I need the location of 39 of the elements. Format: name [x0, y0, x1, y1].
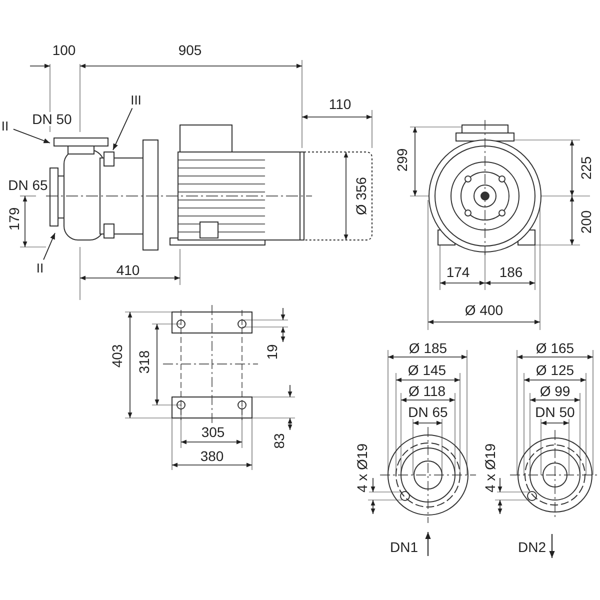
dimension-label: DN1 [389, 540, 419, 554]
leader-line [12, 128, 50, 144]
dimension-label: 410 [115, 263, 141, 277]
dimension-label: 4 x Ø19 [483, 442, 497, 494]
dimension-label: 403 [110, 343, 124, 369]
dimension-label: 299 [395, 147, 409, 173]
dimension-label: 318 [137, 349, 151, 375]
callout-number: III [130, 94, 142, 106]
dimension-label: DN 50 [534, 405, 576, 419]
dimension-label: Ø 145 [406, 363, 448, 377]
dimension-label: 174 [445, 265, 471, 279]
dimension-label: 110 [328, 97, 352, 111]
dimension-label: 179 [7, 206, 21, 232]
callout-number: II [1, 120, 9, 132]
pump-side-view-drawing [46, 124, 372, 250]
dimension-label: DN2 [517, 540, 547, 554]
dimension-label: Ø 165 [534, 341, 576, 355]
dimension-label: DN 65 [407, 405, 449, 419]
dimension-label: Ø 400 [464, 303, 504, 317]
leader-line [43, 232, 56, 260]
dimension-label: 83 [272, 432, 286, 450]
dimension-label: DN 50 [31, 112, 73, 126]
dimension-label: 100 [51, 43, 77, 57]
dimension-label: 186 [498, 265, 524, 279]
dimension-label: 4 x Ø19 [355, 442, 369, 494]
dimension-label: Ø 356 [354, 176, 368, 216]
dimension-label: Ø 118 [407, 384, 447, 398]
dimension-label: Ø 185 [408, 341, 448, 355]
dimension-label: DN 65 [7, 178, 49, 192]
dimension-label: 305 [200, 425, 226, 439]
callout-number: II [36, 262, 44, 274]
dimension-label: 905 [177, 43, 203, 57]
dimension-label: Ø 99 [538, 384, 572, 398]
dimension-label: 225 [579, 155, 593, 181]
dimension-label: 380 [199, 449, 225, 463]
leader-line [112, 108, 133, 150]
dimension-label: 19 [265, 343, 279, 361]
dimension-label: 200 [579, 209, 593, 235]
dimension-label: Ø 125 [534, 363, 576, 377]
